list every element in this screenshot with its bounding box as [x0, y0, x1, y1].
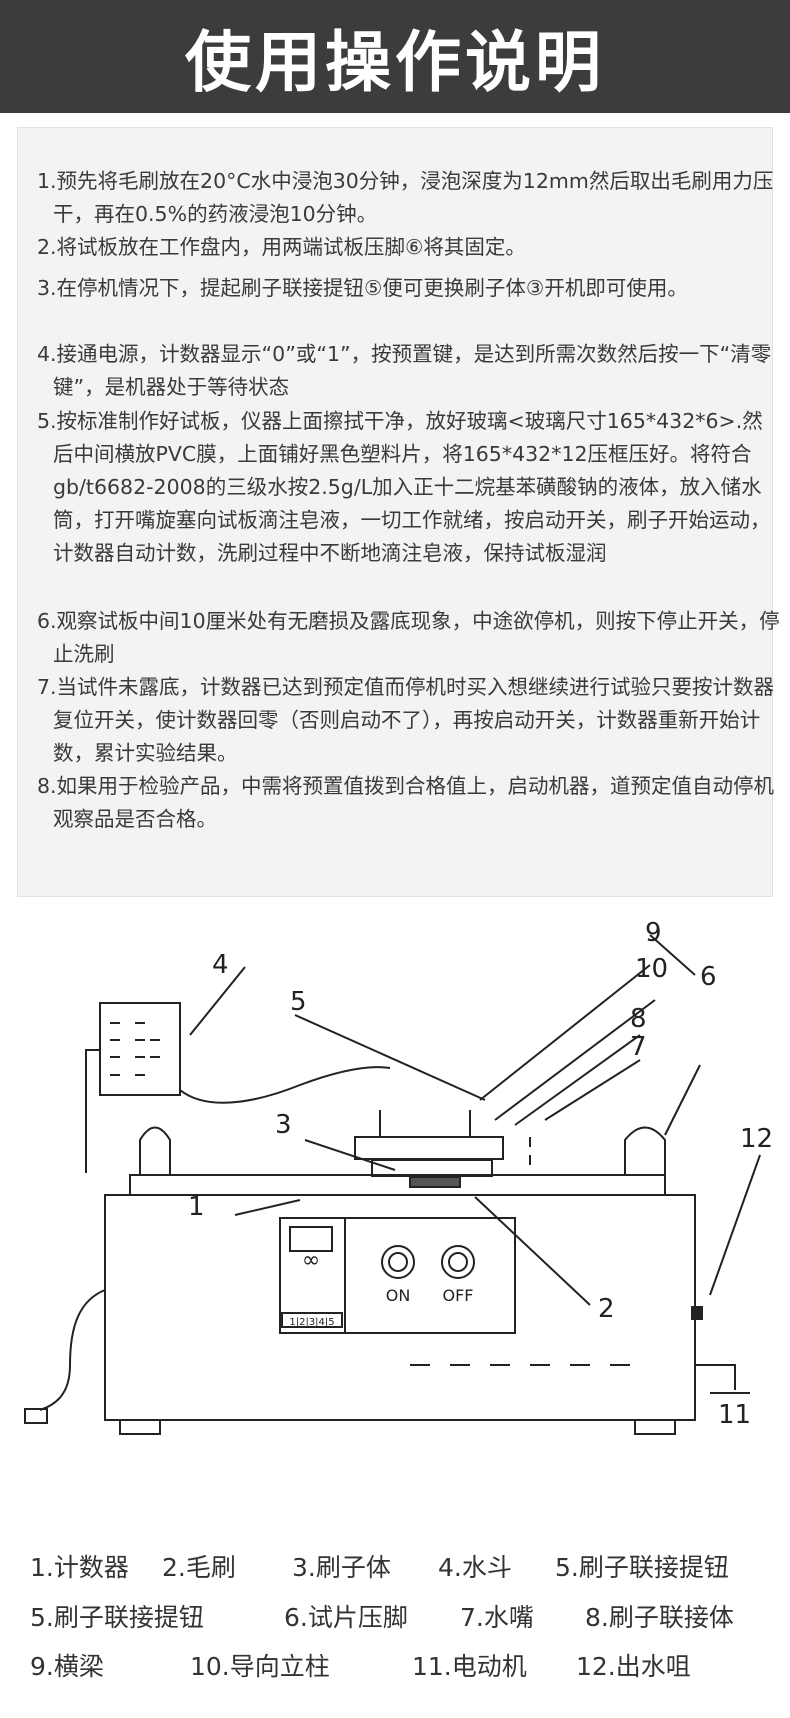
callout-8: 8 — [630, 1004, 647, 1034]
callout-1: 1 — [188, 1192, 205, 1222]
callout-4: 4 — [212, 950, 229, 980]
legend-item: 7.水嘴 — [460, 1603, 534, 1632]
callout-2: 2 — [598, 1294, 615, 1324]
off-label: OFF — [443, 1286, 474, 1305]
callout-10: 10 — [635, 954, 668, 984]
page-title: 使用操作说明 — [185, 23, 605, 101]
callout-12: 12 — [740, 1124, 773, 1154]
step-3: 3.在停机情况下，提起刷子联接提钮⑤便可更换刷子体③开机即可使用。 — [37, 276, 688, 300]
callout-9: 9 — [645, 918, 662, 948]
counter-display: ∞ — [302, 1248, 320, 1273]
legend-item: 2.毛刷 — [162, 1553, 236, 1582]
legend-item: 3.刷子体 — [292, 1553, 391, 1582]
legend-item: 6.试片压脚 — [284, 1603, 408, 1632]
off-button[interactable] — [441, 1245, 475, 1279]
callout-3: 3 — [275, 1110, 292, 1140]
legend-item: 4.水斗 — [438, 1553, 512, 1582]
callout-6: 6 — [700, 962, 717, 992]
callout-11: 11 — [718, 1400, 751, 1430]
legend-item: 12.出水咀 — [576, 1652, 691, 1681]
on-button[interactable] — [381, 1245, 415, 1279]
control-panel — [279, 1217, 516, 1334]
callout-5: 5 — [290, 987, 307, 1017]
step-4: 4.接通电源，计数器显示“0”或“1”，按预置键，是达到所需次数然后按一下“清零… — [37, 342, 772, 399]
legend-item: 11.电动机 — [412, 1652, 527, 1681]
title-banner: 使用操作说明 — [0, 0, 790, 113]
step-6: 6.观察试板中间10厘米处有无磨损及露底现象，中途欲停机，则按下停止开关，停止洗… — [37, 609, 780, 666]
counter-box — [279, 1217, 346, 1334]
water-tank — [99, 1002, 181, 1096]
instructions-panel: 1.预先将毛刷放在20°C水中浸泡30分钟，浸泡深度为12mm然后取出毛刷用力压… — [17, 127, 780, 897]
step-1: 1.预先将毛刷放在20°C水中浸泡30分钟，浸泡深度为12mm然后取出毛刷用力压… — [37, 169, 774, 226]
callout-7: 7 — [630, 1032, 647, 1062]
step-2: 2.将试板放在工作盘内，用两端试板压脚⑥将其固定。 — [37, 235, 526, 259]
legend-item: 10.导向立柱 — [190, 1652, 330, 1681]
legend-item: 1.计数器 — [30, 1553, 129, 1582]
counter-keys: 1|2|3|4|5 — [289, 1317, 334, 1328]
legend-item: 5.刷子联接提钮 — [555, 1553, 729, 1582]
legend-item: 9.横梁 — [30, 1652, 104, 1681]
legend-item: 8.刷子联接体 — [585, 1603, 734, 1632]
machine-diagram: 1 2 3 4 5 6 7 8 9 10 11 12 ∞ 1|2|3|4|5 O… — [24, 918, 773, 1435]
on-label: ON — [386, 1286, 411, 1305]
step-8: 8.如果用于检验产品，中需将预置值拨到合格值上，启动机器，道预定值自动停机观察品… — [37, 774, 775, 831]
step-7: 7.当试件未露底，计数器已达到预定值而停机时买入想继续进行试验只要按计数器复位开… — [37, 675, 775, 765]
step-5: 5.按标准制作好试板，仪器上面擦拭干净，放好玻璃<玻璃尺寸165*432*6>.… — [37, 409, 771, 565]
legend-item: 5.刷子联接提钮 — [30, 1603, 204, 1632]
